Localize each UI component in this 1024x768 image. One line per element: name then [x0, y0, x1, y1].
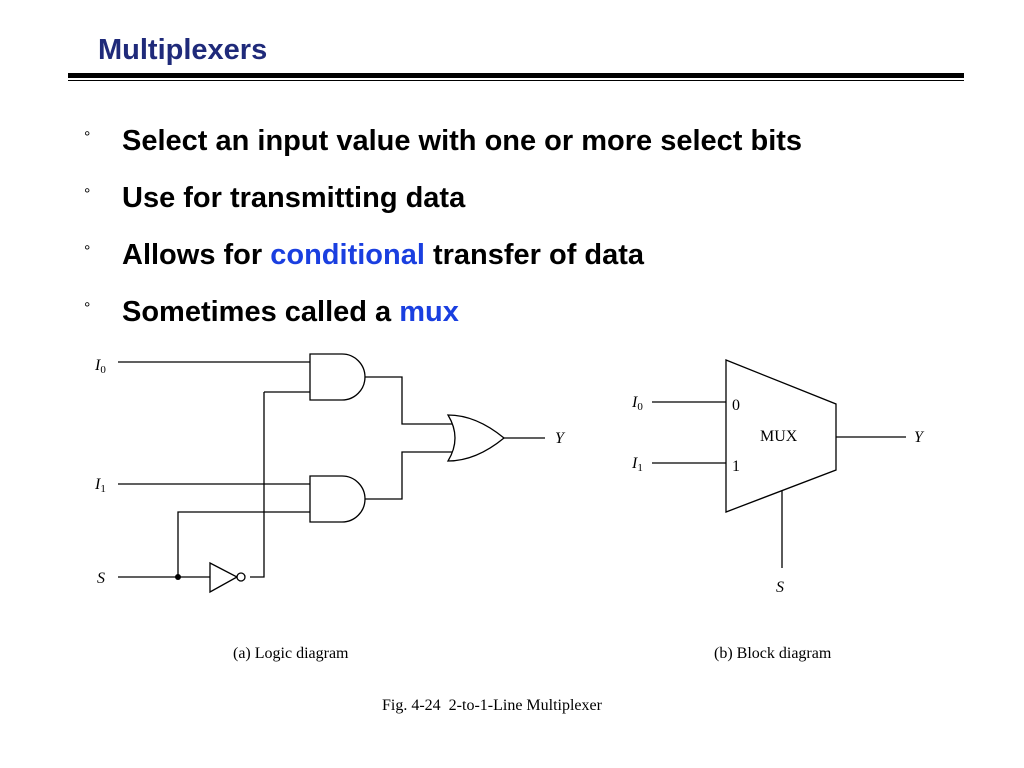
not-bubble [236, 572, 246, 582]
highlight-term: mux [399, 296, 459, 328]
block-label-s: S [776, 579, 784, 596]
caption-block: (b) Block diagram [714, 645, 832, 662]
bullet-text-part: Sometimes called a [122, 296, 400, 328]
logic-diagram [118, 353, 545, 594]
block-label-y: Y [914, 429, 925, 446]
label-i0: I0 [94, 357, 106, 376]
bullet-marker: ° [84, 300, 91, 317]
block-label-i0: I0 [631, 394, 643, 413]
bullet-text: Use for transmitting data [122, 182, 465, 215]
bullet-text: Allows for conditional transfer of data [122, 239, 644, 272]
slide-title: Multiplexers [98, 34, 268, 66]
bullet-text-part: Use for transmitting data [122, 182, 466, 214]
bullet-marker: ° [84, 186, 91, 203]
logic-labels: I0 I1 S Y [94, 357, 566, 587]
block-label-i1: I1 [631, 455, 643, 474]
bullet-text: Sometimes called a mux [122, 296, 459, 329]
label-y: Y [555, 430, 566, 447]
wire-and1-or [365, 376, 452, 425]
wire-s-not [250, 391, 310, 578]
not-gate [209, 561, 239, 594]
block-port-0: 0 [732, 397, 740, 414]
block-mux-label: MUX [760, 428, 798, 445]
mux-block [725, 359, 837, 513]
and-gate-2 [309, 475, 366, 523]
label-s: S [97, 570, 105, 587]
bullet-text-part: Select an input value with one or more s… [122, 125, 803, 157]
label-i1: I1 [94, 476, 106, 495]
bullet-text: Select an input value with one or more s… [122, 125, 802, 158]
bullet-text-part: Allows for [122, 239, 271, 271]
wire-s-direct [177, 511, 310, 577]
or-gate [446, 414, 506, 462]
block-labels: I0 I1 0 1 MUX Y S [631, 394, 925, 596]
block-port-1: 1 [732, 458, 740, 475]
bullet-text-part: transfer of data [424, 239, 645, 271]
title-divider-thin [68, 80, 964, 81]
title-divider-thick [68, 73, 964, 78]
and-gate-1 [309, 353, 366, 401]
figure-caption: Fig. 4-24 2-to-1-Line Multiplexer [382, 697, 603, 714]
bullet-marker: ° [84, 129, 91, 146]
block-diagram [652, 359, 906, 568]
highlight-term: conditional [270, 239, 425, 271]
caption-logic: (a) Logic diagram [233, 645, 349, 662]
junction-dot [175, 574, 181, 580]
bullet-marker: ° [84, 243, 91, 260]
wire-and2-or [365, 451, 452, 500]
captions: (a) Logic diagram (b) Block diagram Fig.… [233, 645, 832, 714]
